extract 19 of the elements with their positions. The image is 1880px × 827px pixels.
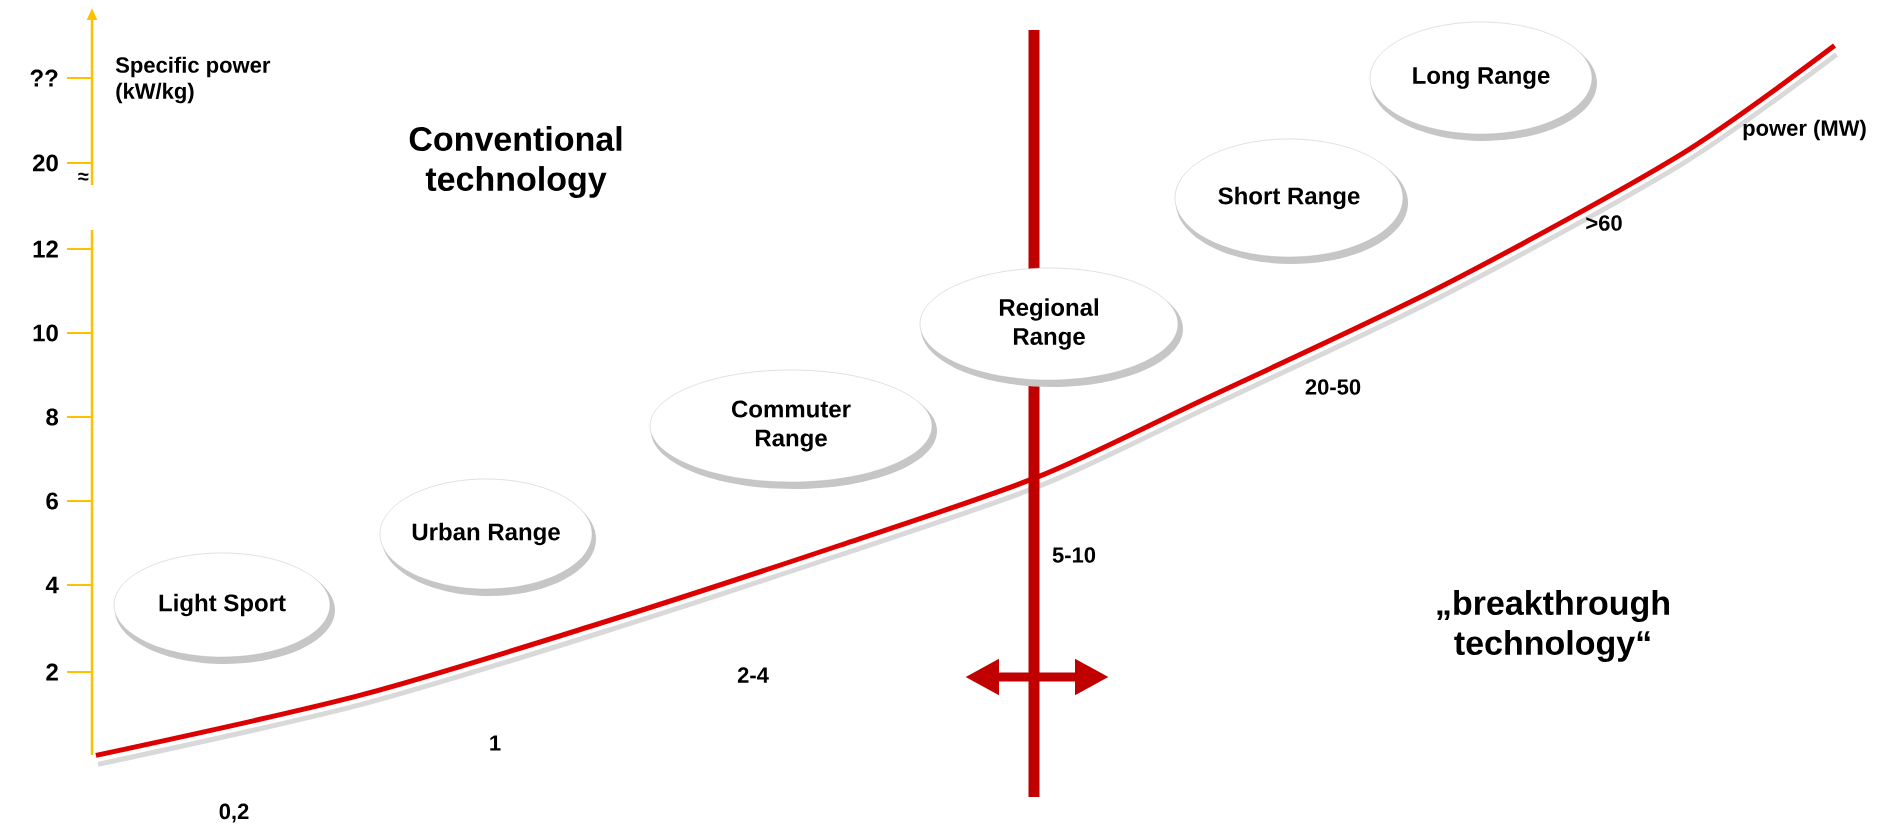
tick-label: 12 [33, 240, 58, 258]
tick-label: ?? [30, 69, 58, 87]
range-label: >60 [1586, 215, 1622, 231]
axis-label: power (MW) [1743, 119, 1866, 141]
range-label: 20-50 [1305, 379, 1361, 395]
range-label: 5-10 [1052, 547, 1096, 563]
range-label: 1 [490, 735, 501, 751]
tick-label: 20 [32, 154, 58, 172]
tick-label: 8 [46, 408, 59, 426]
tick-label: 2 [46, 663, 58, 681]
axis-break-symbol: ≈ [78, 172, 89, 181]
range-label: 2-4 [737, 667, 769, 683]
tick-label: 10 [33, 324, 58, 342]
region-label: Conventional technology [409, 126, 622, 198]
range-label: 0,2 [219, 803, 249, 823]
tick-label: 6 [46, 492, 58, 510]
axis-label: Specific power (kW/kg) [115, 56, 271, 104]
tick-label: 4 [45, 576, 59, 594]
region-label: „breakthrough technology“ [1437, 590, 1669, 662]
